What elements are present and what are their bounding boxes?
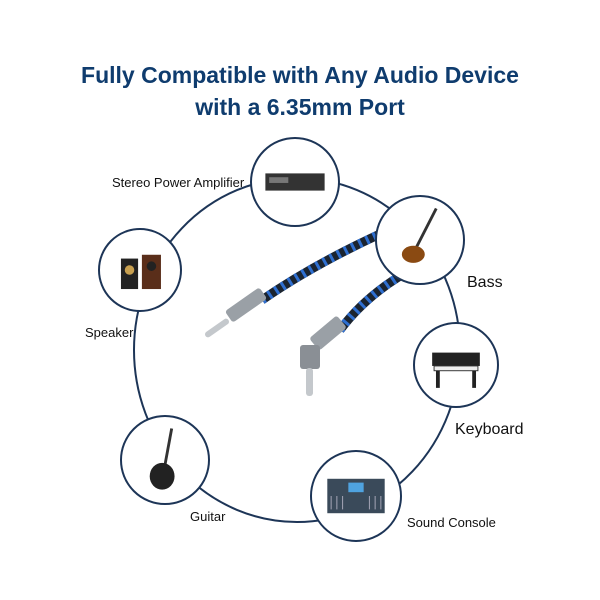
keyboard-icon: [432, 352, 480, 388]
speaker-icon: [120, 254, 161, 290]
title-line-2: with a 6.35mm Port: [195, 94, 405, 120]
label-guitar: Guitar: [190, 509, 226, 524]
guitar-icon: [149, 428, 175, 490]
label-bass: Bass: [467, 274, 503, 291]
amplifier-icon: [265, 173, 325, 191]
label-console: Sound Console: [407, 515, 496, 530]
speaker-bubble: [98, 228, 182, 312]
guitar-bubble: [120, 415, 210, 505]
console-bubble: [310, 450, 402, 542]
bass-guitar-icon: [401, 207, 438, 263]
keyboard-bubble: [413, 322, 499, 408]
mixing-console-icon: [327, 478, 385, 514]
amplifier-bubble: [250, 137, 340, 227]
label-amplifier: Stereo Power Amplifier: [112, 175, 245, 190]
label-speaker: Speaker: [85, 325, 134, 340]
title-line-1: Fully Compatible with Any Audio Device: [81, 62, 519, 88]
bass-bubble: [375, 195, 465, 285]
label-keyboard: Keyboard: [455, 421, 524, 438]
